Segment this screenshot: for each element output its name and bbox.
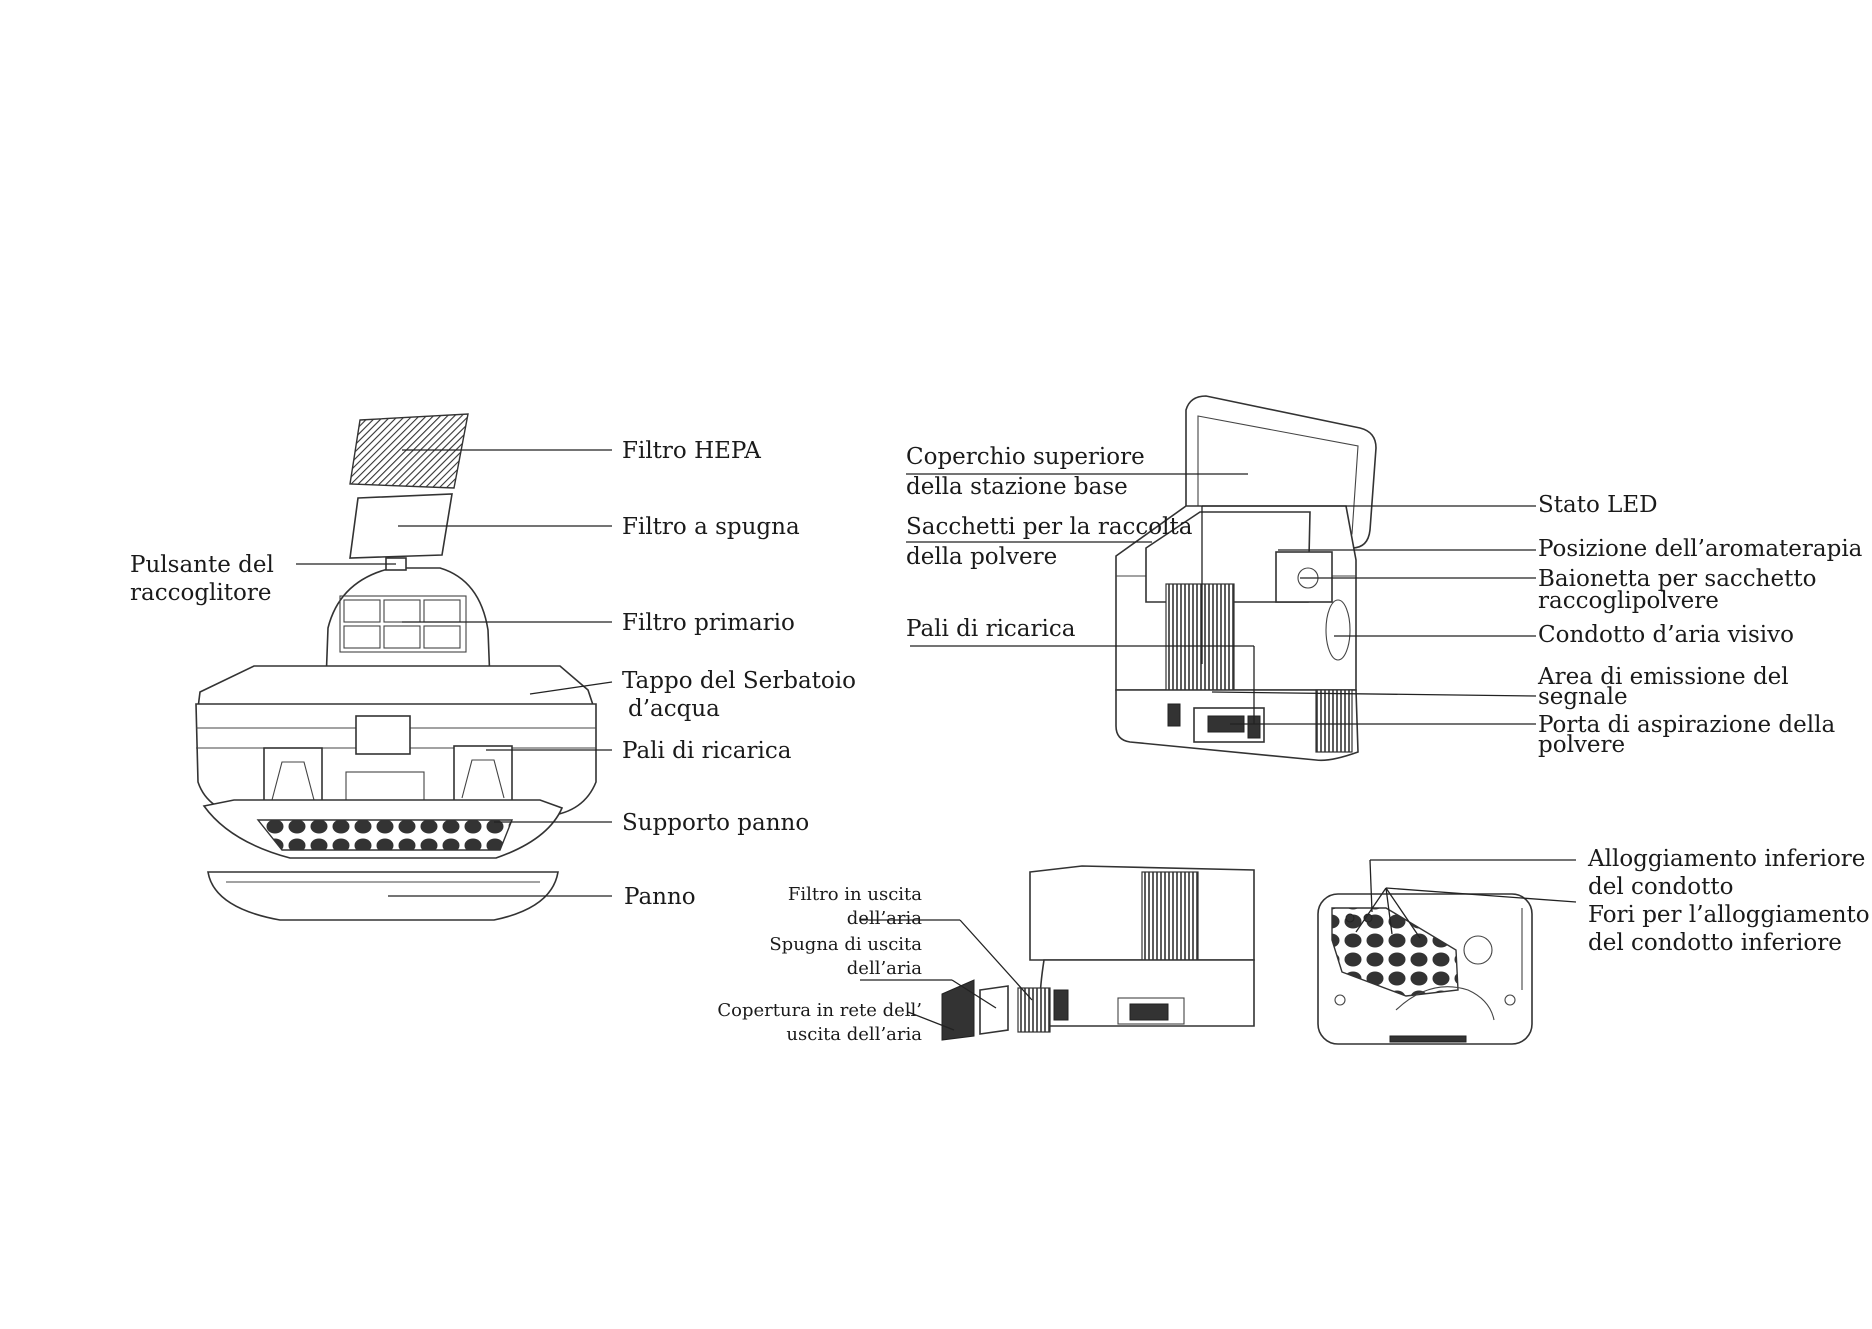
label-duct-housing-line2: del condotto (1588, 874, 1733, 900)
label-hepa-filter: Filtro HEPA (622, 438, 761, 464)
base-station-view (1115, 395, 1377, 762)
label-station-cover-line2: della stazione base (906, 474, 1128, 500)
tank-cap-drawing (355, 715, 411, 755)
label-station-cover-line1: Coperchio superiore (906, 444, 1145, 470)
mop-drawing (207, 871, 559, 921)
label-suction-port-line1: Porta di aspirazione della (1538, 712, 1835, 738)
label-exhaust-filter-line2: dell’aria (847, 908, 923, 929)
station-leader-lines (906, 473, 1537, 725)
exhaust-mesh-cover-drawing (941, 979, 975, 1041)
label-mop-holder: Supporto panno (622, 810, 809, 836)
dustbin-lid-drawing (325, 567, 491, 683)
label-station-charging-contacts: Pali di ricarica (906, 616, 1076, 642)
label-robot-charging-contacts: Pali di ricarica (622, 738, 792, 764)
label-sponge-filter: Filtro a spugna (622, 514, 800, 540)
label-dust-bags-line2: della polvere (906, 544, 1057, 570)
label-exhaust-sponge-line2: dell’aria (847, 958, 923, 979)
label-duct-housing-line1: Alloggiamento inferiore (1587, 846, 1865, 872)
label-mop: Panno (624, 884, 696, 910)
visual-duct-window (1325, 599, 1351, 661)
label-housing-holes-line2: del condotto inferiore (1588, 930, 1842, 956)
label-signal-area-line1: Area di emissione del (1537, 664, 1789, 690)
robot-leader-lines (296, 449, 613, 897)
primary-filter-drawing (339, 595, 467, 653)
label-suction-port-line2: polvere (1538, 732, 1625, 758)
duct-housing-drawing (1331, 907, 1459, 997)
label-led-status: Stato LED (1538, 492, 1658, 518)
label-dust-bags-line1: Sacchetti per la raccolta (906, 514, 1193, 540)
label-collector-button-line1: Pulsante del (130, 552, 274, 578)
label-exhaust-mesh-line2: uscita dell’aria (786, 1024, 922, 1045)
exhaust-exploded-view (941, 865, 1255, 1041)
label-exhaust-sponge-line1: Spugna di uscita (769, 934, 922, 955)
label-signal-area-line2: segnale (1538, 684, 1628, 710)
label-bag-bayonet-line2: raccoglipolvere (1538, 588, 1719, 614)
label-tank-cap-line1: Tappo del Serbatoio (622, 668, 856, 694)
label-bag-bayonet-line1: Baionetta per sacchetto (1538, 566, 1816, 592)
label-primary-filter: Filtro primario (622, 610, 795, 636)
label-housing-holes-line1: Fori per l’alloggiamento (1588, 902, 1870, 928)
label-exhaust-filter-line1: Filtro in uscita (788, 884, 922, 905)
station-charge-pin-left (1167, 703, 1181, 727)
bottom-leader-lines (1355, 859, 1577, 939)
label-exhaust-mesh-line1: Copertura in rete dell’ (717, 1000, 922, 1021)
label-tank-cap-line2: d’acqua (628, 696, 720, 722)
robot-exploded-view (195, 413, 597, 921)
label-aroma-position: Posizione dell’aromaterapia (1538, 536, 1863, 562)
aroma-slot-drawing (1275, 551, 1333, 603)
label-collector-button-line2: raccoglitore (130, 580, 271, 606)
exhaust-leader-lines (860, 919, 1033, 1031)
hepa-filter-drawing (349, 413, 469, 489)
station-vent-drawing (1165, 583, 1235, 691)
exhaust-sponge-drawing (979, 985, 1009, 1035)
exhaust-filter-drawing (1017, 987, 1051, 1033)
bottom-grille (1389, 1035, 1467, 1043)
robot-top-plate (197, 665, 596, 709)
label-visual-air-duct: Condotto d’aria visivo (1538, 622, 1794, 648)
station-bottom-view (1317, 893, 1533, 1045)
